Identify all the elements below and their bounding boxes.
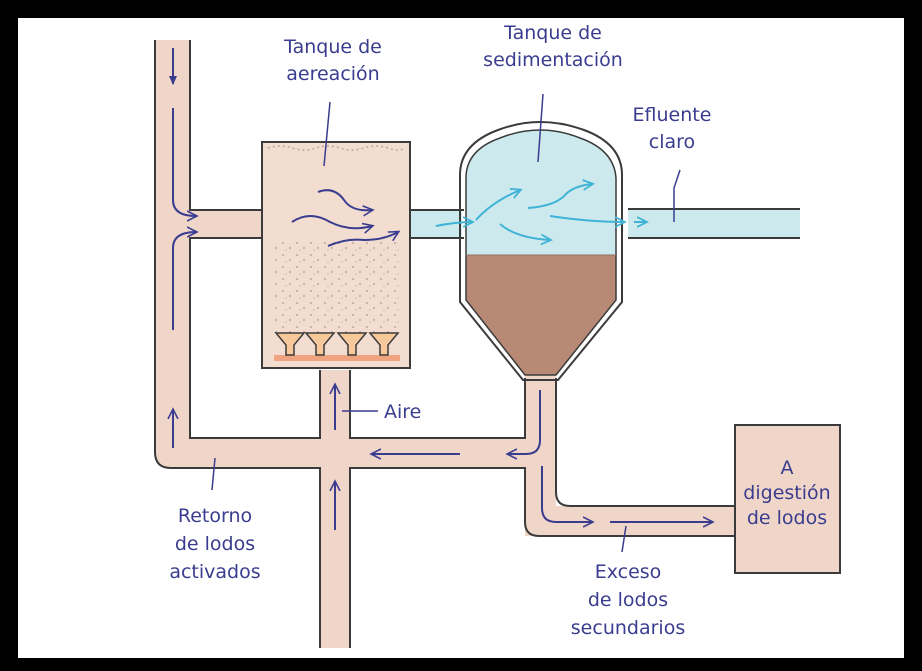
label-digestion-line2: digestión [743,482,830,504]
leader-excess-sludge [621,525,627,553]
label-sedimentation-tank-line1: Tanque de [503,22,602,44]
transfer-pipe [410,210,462,238]
label-excess-sludge-line3: secundarios [571,617,685,639]
label-aeration-tank-line2: aereación [286,63,379,85]
water-arrow-exit [549,215,624,222]
label-excess-sludge-line2: de lodos [588,589,668,611]
leader-sedimentation-tank [537,93,544,163]
water-arrow-lower [499,223,550,240]
aeration-tank [261,141,411,369]
label-clear-effluent-line1: Efluente [633,104,712,126]
sludge-digestion-box [734,424,841,574]
flow-arrow-aeration-2 [291,215,372,228]
water-arrow-rise-1 [475,190,520,221]
leader-effluent [673,169,681,222]
leader-lines [211,93,681,553]
water-arrow-rise-2 [527,184,592,209]
labels: Tanque de aereación Tanque de sedimentac… [169,22,830,639]
pipe-outlines [154,40,800,648]
flow-arrow-sludge-out [508,390,541,454]
label-sludge-return-line3: activados [169,561,260,583]
label-sedimentation-tank-line2: sedimentación [483,49,623,71]
air-diffusers [274,332,400,356]
diffuser-bar [274,355,400,361]
leader-aeration-tank [323,101,331,167]
sludge-flow-arrows [173,48,712,530]
label-digestion-line1: A [781,457,794,479]
flow-arrow-return-up [172,232,196,330]
label-sludge-return-line1: Retorno [178,505,252,527]
flow-arrow-excess-down [541,466,592,522]
water-arrow-transfer [435,222,472,226]
settled-sludge [466,255,616,375]
flow-arrow-aeration-3 [327,232,398,247]
label-air: Aire [384,401,421,423]
label-sludge-return-line2: de lodos [175,533,255,555]
label-aeration-tank-line1: Tanque de [283,36,382,58]
flow-arrow-into-aeration [172,108,196,216]
effluent-pipe [628,209,800,238]
label-clear-effluent-line2: claro [649,131,695,153]
water-flow-arrows [435,184,646,240]
label-excess-sludge-line1: Exceso [595,561,662,583]
label-digestion-line3: de lodos [747,507,827,529]
flow-arrow-aeration-1 [317,189,372,210]
leader-sludge-return [211,457,216,491]
sedimentation-tank [459,121,623,381]
